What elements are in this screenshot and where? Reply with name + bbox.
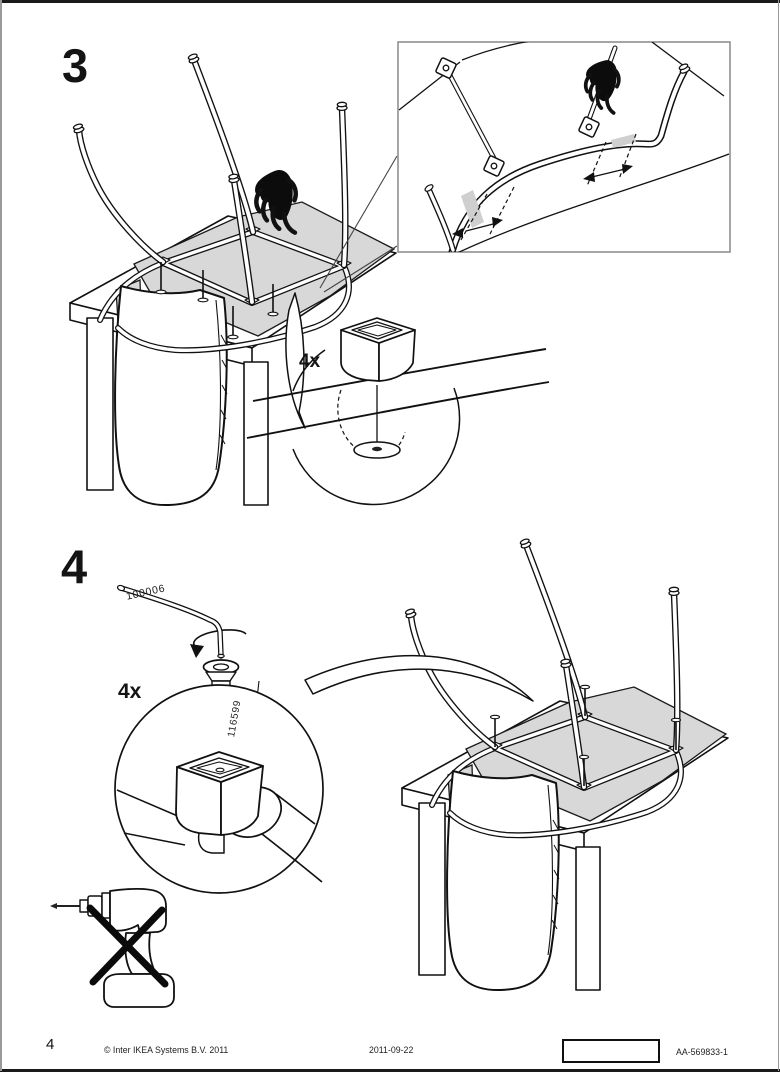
- footer-doc-code: AA-569833-1: [676, 1047, 728, 1057]
- step3-corner-bracket-detail: [246, 317, 550, 506]
- step4-number: 4: [61, 540, 87, 593]
- step4-screws-in-corners: [489, 684, 682, 786]
- step3-inset-detail: [397, 41, 731, 253]
- no-drill-icon: [50, 887, 175, 1008]
- curved-arrow-icon: [285, 292, 306, 429]
- step4-illustration: [50, 538, 728, 1008]
- inset-pointer-lines: [319, 155, 398, 293]
- footer-empty-box: [562, 1039, 660, 1063]
- turn-arrowhead: [190, 644, 204, 658]
- prohibition-x: [86, 904, 169, 988]
- step4-corner-bracket-detail: [114, 684, 324, 894]
- step4-quantity-label: 4x: [118, 680, 142, 703]
- step3-illustration: [70, 41, 731, 506]
- big-curved-arrow-icon: [304, 654, 534, 702]
- page-border-top: [0, 0, 780, 3]
- step3-pins: [155, 262, 279, 340]
- page-border-left: [0, 0, 2, 1071]
- step3-quantity-label: 4x: [299, 351, 321, 372]
- page-border-right: [777, 0, 780, 1071]
- page-border-bottom: [0, 1069, 780, 1072]
- footer-page-number: 4: [46, 1036, 55, 1053]
- step3-number: 3: [62, 39, 88, 92]
- footer-copyright: © Inter IKEA Systems B.V. 2011: [104, 1045, 229, 1055]
- allen-key-icon: [116, 584, 247, 659]
- footer-date: 2011-09-22: [369, 1045, 414, 1055]
